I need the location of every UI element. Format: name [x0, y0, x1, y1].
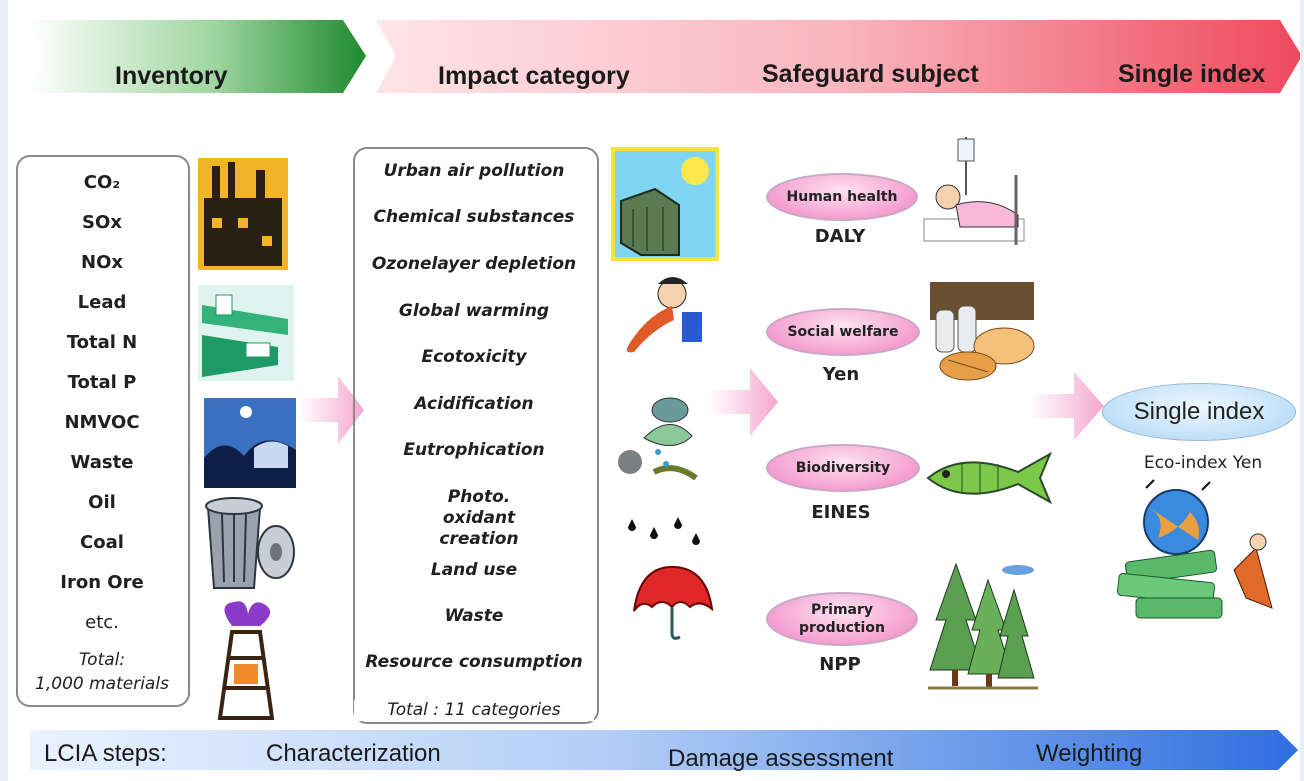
unit-npp: NPP — [819, 654, 861, 675]
night-city-icon — [204, 398, 296, 488]
office-icon — [198, 285, 294, 381]
flow-arrow-1 — [298, 376, 364, 444]
inventory-item: Coal — [80, 532, 124, 553]
trash-can-icon — [205, 497, 295, 589]
impact-item: Land use — [430, 560, 518, 580]
safeguard-human-health: Human health — [766, 173, 918, 221]
impact-item: Eutrophication — [403, 440, 545, 460]
globe-money-icon — [1117, 479, 1273, 619]
crying-fish-icon — [618, 397, 698, 481]
impact-item: Acidification — [414, 394, 534, 414]
diagram-canvas: Inventory Impact category Safeguard subj… — [8, 0, 1300, 781]
safeguard-social-welfare: Social welfare — [766, 308, 920, 356]
impact-item: Photo. oxidant creation — [439, 487, 519, 549]
impact-item: Global warming — [398, 301, 550, 321]
inventory-item: NOx — [81, 252, 123, 273]
inventory-item: etc. — [85, 612, 119, 633]
flow-arrow-2 — [708, 368, 778, 436]
impact-item: Waste — [444, 606, 504, 626]
impact-item: Resource consumption — [365, 652, 583, 672]
impact-item: Chemical substances — [373, 207, 575, 227]
lcia-steps-bar — [30, 730, 1298, 770]
step-characterization: Characterization — [266, 740, 441, 767]
acid-rain-umbrella-icon — [628, 517, 714, 640]
inventory-total-count: 1,000 materials — [35, 674, 169, 694]
oil-derrick-icon — [217, 601, 275, 720]
unit-eines: EINES — [811, 502, 871, 523]
unit-yen: Yen — [822, 364, 860, 385]
inventory-item: Total N — [66, 332, 138, 353]
safeguard-primary-production: Primary production — [766, 592, 918, 646]
safeguard-biodiversity: Biodiversity — [766, 444, 920, 492]
building-sun-icon — [611, 147, 719, 261]
inventory-item: CO₂ — [83, 172, 121, 193]
inventory-item: SOx — [82, 212, 122, 233]
inventory-bracket — [16, 155, 190, 707]
inventory-arrow — [28, 20, 366, 93]
fish-icon — [926, 451, 1053, 505]
eco-index-yen-label: Eco-index Yen — [1143, 453, 1263, 473]
flow-arrow-3 — [1030, 372, 1104, 440]
sick-child-icon — [626, 277, 702, 353]
inventory-item: Total P — [67, 372, 137, 393]
impact-item: Ecotoxicity — [421, 347, 527, 367]
header-banner — [28, 20, 1300, 93]
impact-arrow — [376, 20, 1300, 93]
header-inventory: Inventory — [115, 62, 228, 90]
step-weighting: Weighting — [1036, 740, 1143, 767]
bread-and-milk-icon — [930, 282, 1035, 381]
header-impact-category: Impact category — [438, 62, 630, 90]
inventory-item: Iron Ore — [60, 572, 144, 593]
forest-icon — [928, 562, 1038, 690]
inventory-item: Lead — [77, 292, 127, 313]
lcia-steps-title: LCIA steps: — [44, 740, 167, 767]
header-safeguard-subject: Safeguard subject — [762, 60, 979, 88]
unit-daly: DALY — [814, 226, 866, 247]
hospital-patient-icon — [923, 137, 1025, 245]
single-index-ellipse: Single index — [1102, 383, 1296, 441]
inventory-item: Oil — [88, 492, 116, 513]
impact-item: Ozonelayer depletion — [371, 254, 577, 274]
step-damage-assessment: Damage assessment — [668, 745, 894, 772]
inventory-item: NMVOC — [64, 412, 140, 433]
inventory-item: Waste — [70, 452, 134, 473]
inventory-total-label: Total: — [78, 650, 126, 670]
impact-item: Urban air pollution — [383, 161, 565, 181]
header-single-index: Single index — [1118, 60, 1266, 88]
factory-icon — [198, 158, 288, 270]
impact-total: Total : 11 categories — [354, 700, 594, 721]
impact-bracket — [353, 147, 599, 724]
